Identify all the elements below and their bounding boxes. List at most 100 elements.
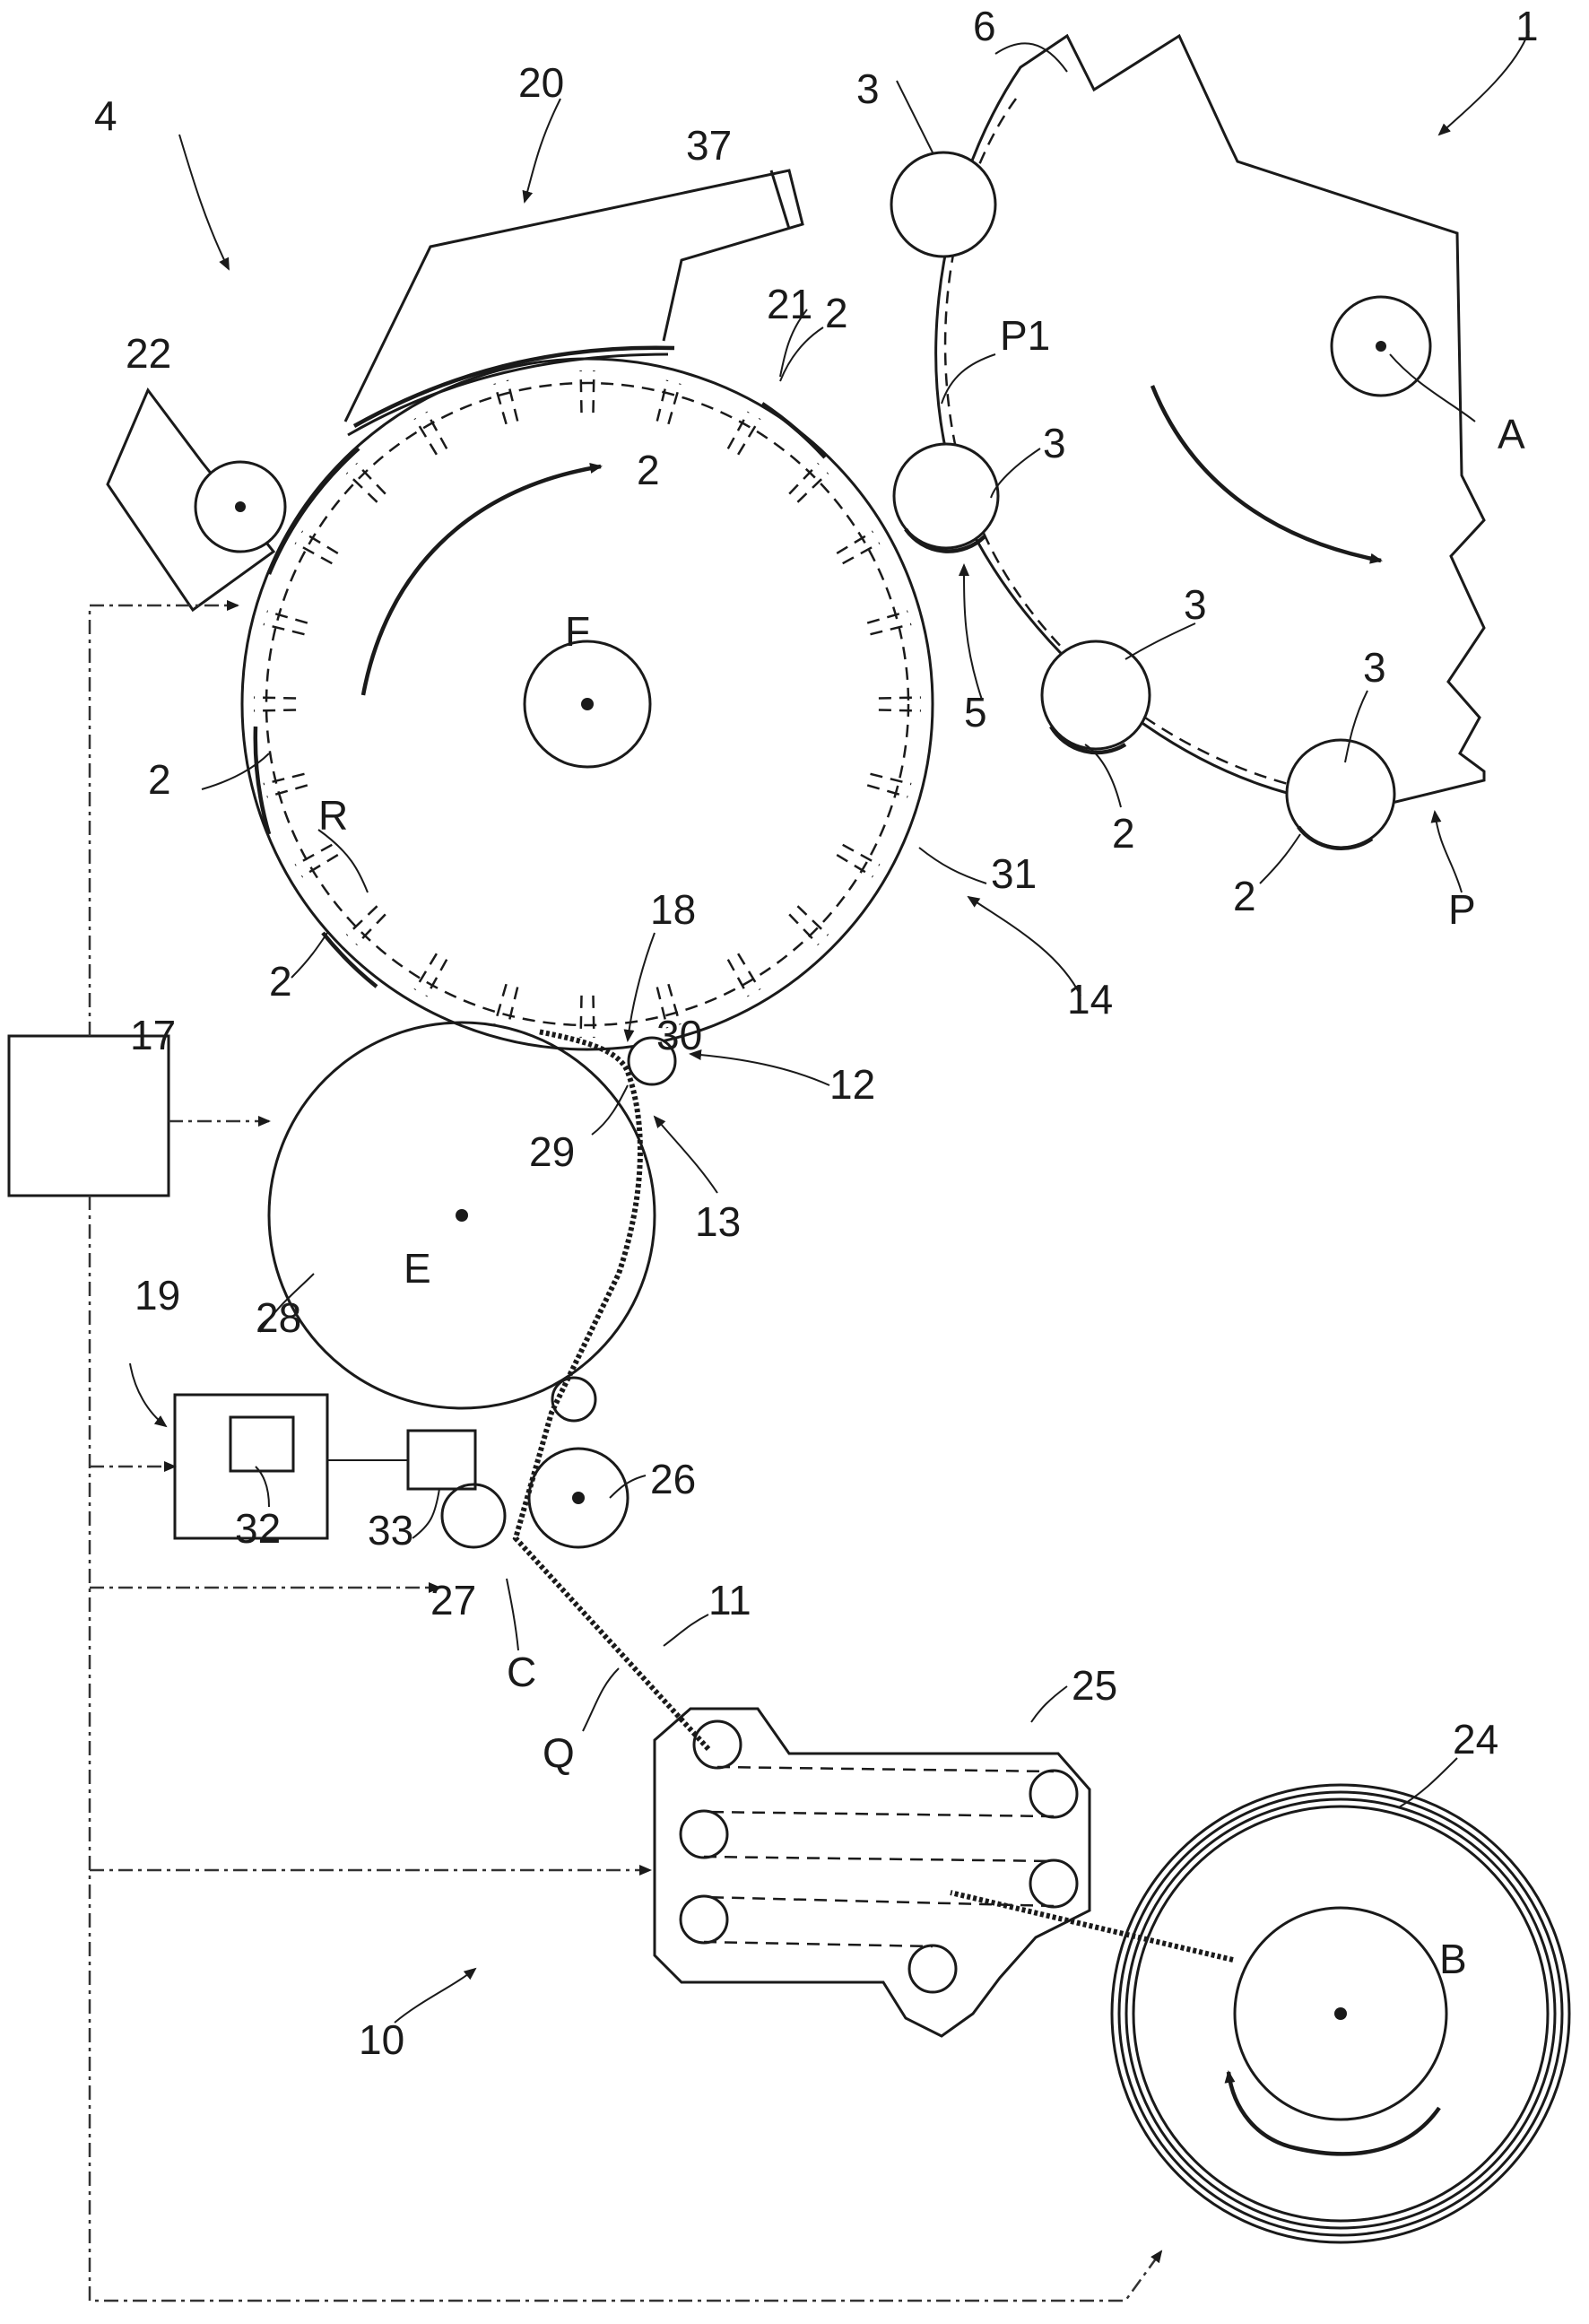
leader-Q bbox=[583, 1668, 619, 1731]
ref-11: 11 bbox=[708, 1577, 751, 1623]
ref-P1: P1 bbox=[1000, 312, 1050, 359]
leader-13 bbox=[655, 1117, 717, 1193]
carrier-3-a bbox=[891, 152, 995, 257]
suction-holder-line bbox=[789, 464, 819, 494]
suction-holder-line bbox=[594, 370, 595, 413]
suction-holder-line bbox=[508, 988, 517, 1029]
ref-24: 24 bbox=[1453, 1716, 1498, 1763]
ref-6: 6 bbox=[973, 3, 996, 49]
hood-break bbox=[771, 170, 789, 229]
ref-10: 10 bbox=[359, 2016, 404, 2063]
sensor-33 bbox=[408, 1431, 475, 1489]
ref-E: E bbox=[404, 1245, 431, 1292]
guide-roller bbox=[552, 1378, 595, 1421]
leader-20 bbox=[525, 99, 560, 202]
leader-25 bbox=[1031, 1686, 1067, 1722]
ref-3-c: 3 bbox=[1184, 581, 1207, 628]
ref-21: 21 bbox=[767, 281, 812, 327]
leader-19 bbox=[130, 1363, 166, 1426]
ref-B: B bbox=[1439, 1936, 1467, 1982]
ref-A: A bbox=[1498, 411, 1525, 457]
buffer-roller-3 bbox=[681, 1811, 727, 1858]
ref-25: 25 bbox=[1072, 1662, 1117, 1709]
leader-6 bbox=[995, 43, 1067, 72]
ref-30: 30 bbox=[656, 1012, 702, 1058]
ref-33: 33 bbox=[368, 1507, 413, 1554]
sensor-32 bbox=[230, 1417, 293, 1471]
ref-R: R bbox=[318, 792, 348, 839]
ref-32: 32 bbox=[235, 1505, 281, 1552]
ref-1: 1 bbox=[1515, 3, 1539, 49]
roller-26-axis bbox=[572, 1492, 585, 1504]
suction-holder-line bbox=[581, 996, 582, 1038]
buffer-roller-4 bbox=[1030, 1860, 1077, 1907]
ref-C: C bbox=[507, 1649, 536, 1695]
glue-roller-axis bbox=[235, 501, 246, 512]
buffer-frame-25 bbox=[655, 1709, 1090, 2036]
ref-3-d: 3 bbox=[1363, 644, 1386, 691]
ref-2-top-right: 2 bbox=[825, 290, 848, 336]
label-2-drum-right bbox=[762, 404, 825, 457]
leader-3c bbox=[1125, 623, 1195, 659]
ref-29: 29 bbox=[529, 1128, 575, 1175]
ref-2-bottom: 2 bbox=[269, 958, 292, 1005]
supply-reel bbox=[1112, 1785, 1569, 2242]
ref-14: 14 bbox=[1067, 976, 1113, 1023]
leader-4 bbox=[179, 135, 229, 269]
suction-holder-line bbox=[356, 914, 386, 944]
suction-holder-line bbox=[867, 785, 907, 796]
glue-station bbox=[345, 170, 803, 435]
ref-20: 20 bbox=[518, 59, 564, 106]
ref-5: 5 bbox=[964, 689, 987, 735]
ctl-to-drum bbox=[90, 605, 238, 1036]
suction-holder-line bbox=[254, 710, 296, 711]
suction-holder-line bbox=[879, 710, 921, 711]
transfer-drum bbox=[242, 359, 933, 1049]
ref-P: P bbox=[1448, 886, 1476, 933]
leader-P1 bbox=[942, 354, 995, 404]
ref-12: 12 bbox=[829, 1061, 875, 1108]
ref-26: 26 bbox=[650, 1456, 696, 1502]
ref-19: 19 bbox=[135, 1272, 180, 1319]
leader-31 bbox=[919, 848, 986, 883]
suction-holder-line bbox=[789, 914, 819, 944]
suction-holder-line bbox=[867, 612, 907, 623]
ref-2-drum-top: 2 bbox=[637, 447, 660, 493]
buffer-roller-5 bbox=[681, 1896, 727, 1943]
suction-holder-line bbox=[495, 384, 507, 424]
axis-E-dot bbox=[456, 1209, 468, 1222]
suction-holder-line bbox=[264, 774, 305, 784]
roller-27 bbox=[442, 1484, 505, 1547]
axis-B-dot bbox=[1334, 2007, 1347, 2020]
glue-shoe-21 bbox=[354, 348, 674, 426]
suction-holder-line bbox=[871, 624, 912, 634]
hood-37 bbox=[345, 170, 803, 422]
ref-3-top: 3 bbox=[856, 65, 880, 112]
drum-body-outline bbox=[936, 36, 1484, 805]
carrier-3-c bbox=[1042, 641, 1150, 749]
suction-holder-line bbox=[668, 384, 680, 424]
ctl-to-reel bbox=[90, 1196, 1161, 2301]
ref-28: 28 bbox=[256, 1294, 301, 1341]
rotation-arrow-drum bbox=[1152, 386, 1381, 561]
ref-31: 31 bbox=[991, 850, 1037, 897]
ref-17: 17 bbox=[130, 1012, 176, 1058]
axis-A-dot bbox=[1376, 341, 1386, 352]
buffer-unit bbox=[655, 1709, 1090, 2036]
suction-holder-line bbox=[871, 774, 912, 784]
ref-3-mid: 3 bbox=[1043, 420, 1066, 466]
feed-rollers bbox=[442, 1449, 628, 1547]
suction-holder-line bbox=[427, 960, 447, 997]
ref-Q: Q bbox=[543, 1729, 575, 1776]
leader-3a bbox=[897, 81, 933, 152]
glue-roller-unit bbox=[108, 390, 285, 610]
ref-2-left: 2 bbox=[148, 756, 171, 803]
leader-18 bbox=[628, 933, 655, 1040]
suction-holder-line bbox=[495, 984, 507, 1024]
rotation-arrow-transfer bbox=[363, 466, 601, 695]
leader-2a bbox=[780, 327, 823, 381]
leader-R bbox=[318, 830, 368, 892]
ref-F: F bbox=[565, 608, 590, 655]
leader-P bbox=[1435, 812, 1462, 892]
